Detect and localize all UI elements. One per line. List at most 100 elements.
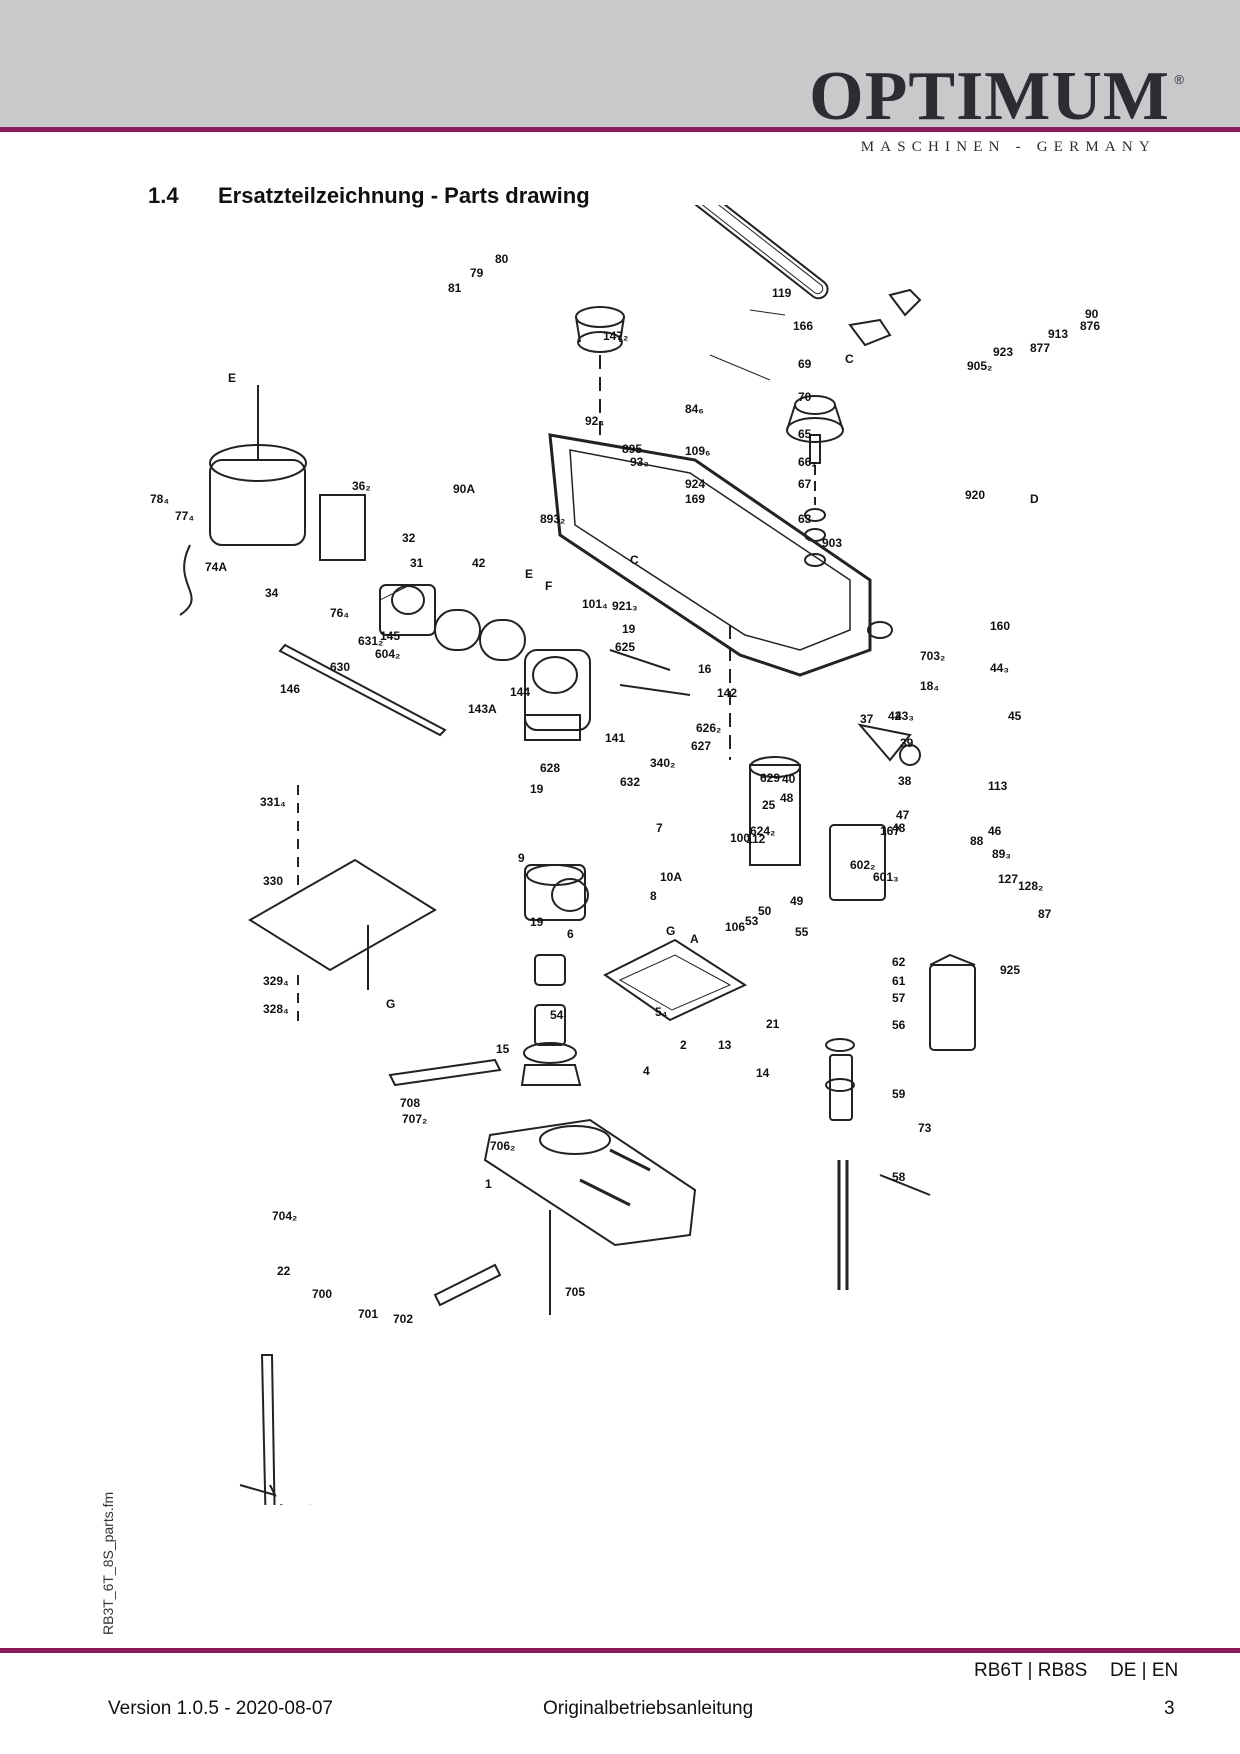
part-label: 88 — [970, 834, 984, 848]
part-label: 703₂ — [920, 649, 945, 663]
part-label: 602₂ — [850, 858, 875, 872]
work-table — [248, 858, 437, 972]
part-label: 61 — [892, 974, 906, 988]
part-label: 13 — [718, 1038, 732, 1052]
part-label: 631₂ — [358, 634, 383, 648]
part-label: 127 — [998, 872, 1018, 886]
part-label: 58 — [892, 1170, 906, 1184]
part-label: 90A — [453, 482, 475, 496]
part-label: 50 — [758, 904, 772, 918]
header-rule — [0, 127, 1240, 132]
part-label: 49 — [790, 894, 804, 908]
part-label: 42 — [888, 709, 902, 723]
section-title: Ersatzteilzeichnung - Parts drawing — [218, 183, 590, 208]
machine-base — [483, 1118, 697, 1247]
part-label: 895 — [622, 442, 642, 456]
part-label: 330 — [263, 874, 283, 888]
part-label: 65 — [798, 427, 812, 441]
part-label: 56 — [892, 1018, 906, 1032]
part-label: 89₃ — [992, 847, 1011, 861]
part-label: 69 — [798, 357, 812, 371]
part-label: 702 — [393, 1312, 413, 1326]
part-label: 7 — [656, 821, 663, 835]
part-label: 113 — [988, 779, 1008, 793]
part-label: 624₂ — [750, 824, 775, 838]
part-label: 80 — [495, 252, 509, 266]
footer-version: Version 1.0.5 - 2020-08-07 — [108, 1698, 333, 1719]
part-label: 630 — [330, 660, 350, 674]
footer-rule — [0, 1648, 1240, 1653]
part-label: 43₃ — [895, 709, 914, 723]
part-label: 106 — [725, 920, 745, 934]
part-label: 705 — [565, 1285, 585, 1299]
part-label: 704₂ — [272, 1209, 297, 1223]
part-label: 90 — [1085, 307, 1099, 321]
part-label: 340₂ — [650, 756, 675, 770]
part-label: G — [386, 997, 395, 1011]
part-label: 627 — [691, 739, 711, 753]
part-label: 48 — [780, 791, 794, 805]
motor — [209, 459, 306, 546]
part-label: 632 — [620, 775, 640, 789]
part-label: 78₄ — [150, 492, 169, 506]
page-number: 3 — [1164, 1698, 1175, 1719]
part-label: 40 — [782, 772, 796, 786]
part-label: 109₆ — [685, 444, 710, 458]
part-label: 47 — [896, 808, 910, 822]
motor-pulley — [577, 331, 623, 353]
part-label: E — [525, 567, 533, 581]
part-label: C — [845, 352, 854, 366]
part-label: 876 — [1080, 319, 1100, 333]
part-label: 79 — [470, 266, 484, 280]
part-label: 54 — [550, 1008, 564, 1022]
part-label: 81 — [448, 281, 462, 295]
part-label: 46 — [988, 824, 1002, 838]
part-label: F — [545, 579, 552, 593]
part-label: 142 — [717, 686, 737, 700]
part-label: 146 — [280, 682, 300, 696]
part-label: 166 — [793, 319, 813, 333]
part-label: D — [1030, 492, 1039, 506]
registered-mark: ® — [1174, 72, 1184, 87]
part-label: 45 — [1008, 709, 1022, 723]
part-label: E — [228, 371, 236, 385]
part-label: 706₂ — [490, 1139, 515, 1153]
part-label: 70 — [798, 390, 812, 404]
part-label: 112 — [746, 832, 766, 846]
part-label: 19 — [530, 915, 544, 929]
part-label: G — [666, 924, 675, 938]
part-label: 2 — [680, 1038, 687, 1052]
part-label: 921₃ — [612, 599, 638, 613]
part-label: 701 — [358, 1307, 378, 1321]
part-label: 16 — [698, 662, 712, 676]
section-number: 1.4 — [148, 183, 179, 208]
part-label: 1 — [485, 1177, 492, 1191]
part-label: 42 — [472, 556, 486, 570]
part-label: 36₂ — [352, 479, 371, 493]
head-casting — [524, 649, 591, 731]
part-label: 141 — [605, 731, 625, 745]
part-label: 100 — [730, 831, 750, 845]
part-label: C — [630, 553, 639, 567]
part-label: 145 — [380, 629, 400, 643]
part-label: 8 — [650, 889, 657, 903]
part-label: 84₆ — [685, 402, 704, 416]
pulley-cover — [548, 433, 872, 677]
part-label: A — [690, 932, 699, 946]
part-label: 77₄ — [175, 509, 194, 523]
part-label: 19 — [622, 622, 636, 636]
part-label: 625 — [615, 640, 635, 654]
part-label: 144 — [510, 685, 530, 699]
part-label: 66₂ — [798, 455, 817, 469]
part-label: 328₄ — [263, 1002, 289, 1016]
part-label: 903 — [822, 536, 842, 550]
part-label: 5₄ — [655, 1005, 668, 1019]
part-label: 87 — [1038, 907, 1052, 921]
part-label: 9 — [518, 851, 525, 865]
part-label: 53 — [745, 914, 759, 928]
part-label: 601₃ — [873, 870, 899, 884]
switch-cover — [929, 964, 976, 1051]
part-label: 708 — [400, 1096, 420, 1110]
part-label: 74A — [205, 560, 227, 574]
